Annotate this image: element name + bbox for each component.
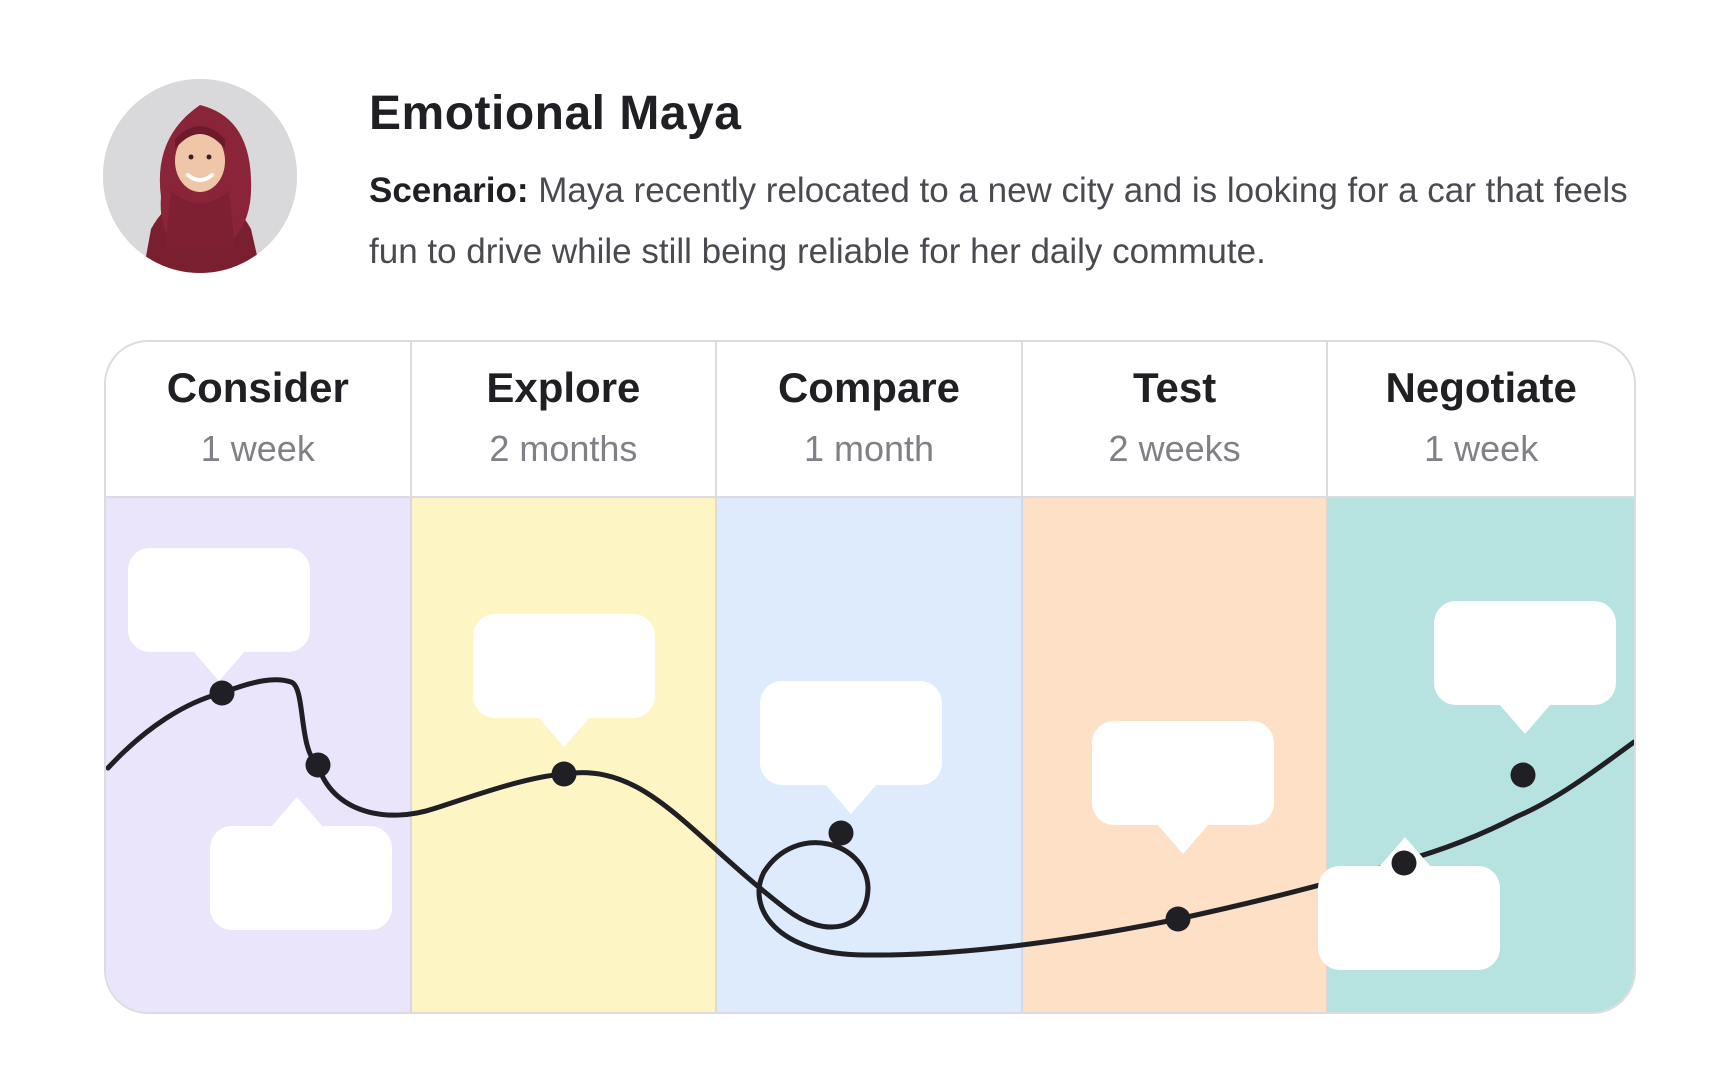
emotion-curve-layer xyxy=(106,548,1634,970)
stage-header-test: Test 2 weeks xyxy=(1022,342,1329,498)
callout-pointer xyxy=(193,651,245,681)
callout-pointer xyxy=(538,717,590,747)
callout-pointer xyxy=(271,797,323,827)
touchpoint-callout xyxy=(128,548,310,681)
scenario-text: Maya recently relocated to a new city an… xyxy=(369,171,1628,271)
persona-avatar xyxy=(103,79,297,273)
journey-map: Consider 1 week Explore 2 months Compare 1 mo… xyxy=(104,340,1636,1014)
touchpoint-dot xyxy=(828,820,854,846)
touchpoint-callout xyxy=(1092,721,1274,854)
stage-name: Test xyxy=(1132,364,1217,411)
stage-header-consider: Consider 1 week xyxy=(106,342,412,498)
callout-box xyxy=(128,548,310,652)
touchpoint-callout xyxy=(1434,601,1616,734)
callout-box xyxy=(473,614,655,718)
stage-name: Explore xyxy=(486,364,641,411)
callout-box xyxy=(210,826,392,930)
touchpoint-dot xyxy=(209,680,235,706)
stage-duration: 2 months xyxy=(489,428,638,469)
touchpoint-dot xyxy=(305,752,331,778)
persona-portrait-image xyxy=(103,79,297,273)
touchpoint-callout xyxy=(473,614,655,747)
stage-duration: 1 week xyxy=(200,428,315,469)
callout-box xyxy=(1092,721,1274,825)
stage-header-negotiate: Negotiate 1 week xyxy=(1328,342,1634,498)
scenario-label: Scenario: xyxy=(369,171,529,210)
callout-pointer xyxy=(825,784,877,814)
persona-scenario: Scenario: Maya recently relocated to a n… xyxy=(369,160,1639,282)
stage-header-explore: Explore 2 months xyxy=(411,342,718,498)
persona-name: Emotional Maya xyxy=(369,87,742,140)
touchpoint-dot xyxy=(1391,850,1417,876)
stage-duration: 1 month xyxy=(803,428,935,469)
stage-duration: 1 week xyxy=(1424,428,1539,469)
callout-pointer xyxy=(1499,704,1551,734)
touchpoint-callout xyxy=(760,681,942,814)
stage-name: Negotiate xyxy=(1385,364,1577,411)
callout-pointer xyxy=(1157,824,1209,854)
stage-name: Consider xyxy=(166,364,349,411)
callout-box xyxy=(1318,866,1500,970)
touchpoint-callout xyxy=(210,797,392,930)
touchpoint-dot xyxy=(551,761,577,787)
touchpoint-dot xyxy=(1165,906,1191,932)
callout-box xyxy=(760,681,942,785)
stage-header-compare: Compare 1 month xyxy=(717,342,1023,498)
touchpoint-dot xyxy=(1510,762,1536,788)
stage-band-explore xyxy=(411,498,718,1012)
callout-box xyxy=(1434,601,1616,705)
stage-duration: 2 weeks xyxy=(1108,428,1241,469)
stage-name: Compare xyxy=(777,364,961,411)
